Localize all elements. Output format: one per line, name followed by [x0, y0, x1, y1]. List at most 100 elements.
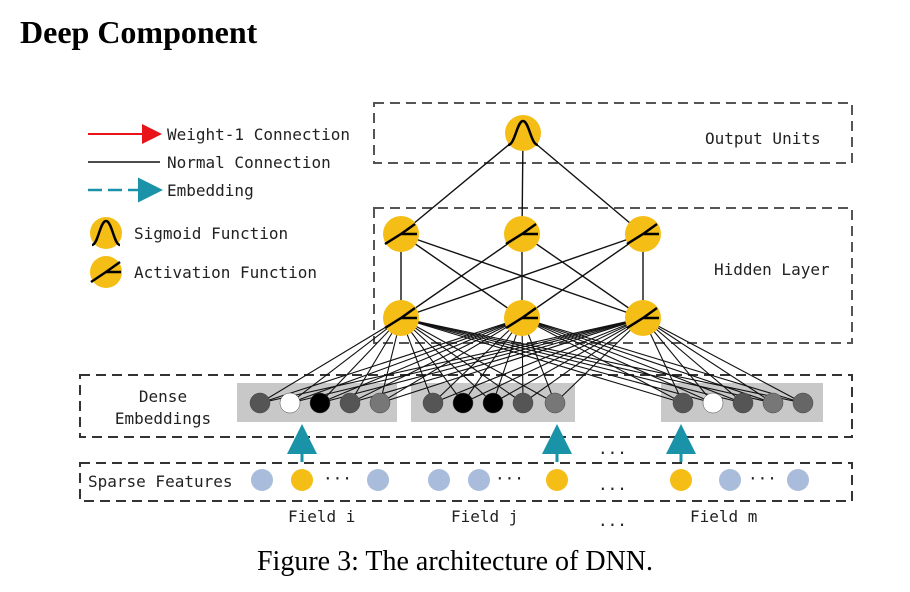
sparse-nodes	[251, 469, 809, 491]
connection-line	[289, 317, 523, 404]
connection-line	[319, 317, 402, 404]
connection-line	[521, 317, 684, 404]
connection-line	[521, 233, 644, 319]
sparse-active-node	[291, 469, 313, 491]
sparse-node	[468, 469, 490, 491]
sparse-active-node	[670, 469, 692, 491]
connection-line	[289, 317, 644, 404]
connection-line	[642, 317, 744, 404]
activation-unit	[383, 216, 419, 252]
activation-unit	[383, 300, 419, 336]
connection-line	[400, 233, 523, 319]
dense-ellipsis: ...	[598, 439, 627, 458]
connection-line	[432, 317, 644, 404]
connection-line	[400, 317, 774, 404]
hidden-layer-box	[373, 207, 853, 344]
legend-normal-label: Normal Connection	[167, 153, 331, 172]
field-m-label: Field m	[690, 507, 757, 526]
dense-node	[702, 392, 724, 414]
connection-line	[462, 317, 644, 404]
sparse-node	[787, 469, 809, 491]
sparse-dots-i: ···	[323, 469, 352, 488]
activation-unit	[625, 216, 661, 252]
units	[383, 115, 661, 336]
connection-line	[259, 317, 402, 404]
connection-line	[349, 317, 523, 404]
activation-unit	[625, 300, 661, 336]
legend-activation-icon	[90, 256, 122, 288]
connection-line	[642, 317, 714, 404]
connection-line	[432, 317, 523, 404]
sparse-active-node	[546, 469, 568, 491]
dense-label-line1: Dense	[139, 387, 187, 406]
connection-line	[400, 132, 524, 235]
dense-nodes	[249, 392, 814, 414]
dense-node	[369, 392, 391, 414]
sparse-node	[251, 469, 273, 491]
legend-activation-label: Activation Function	[134, 263, 317, 282]
connection-line	[521, 317, 774, 404]
dense-label-line2: Embeddings	[115, 409, 211, 428]
field-i-label: Field i	[288, 507, 355, 526]
dense-node	[732, 392, 754, 414]
connection-line	[289, 317, 402, 404]
connection-line	[349, 317, 644, 404]
connection-lines	[259, 132, 804, 404]
output-units-box	[373, 102, 853, 164]
sparse-node	[719, 469, 741, 491]
sparse-dots-m: ···	[748, 469, 777, 488]
connection-line	[521, 317, 744, 404]
connection-line	[642, 317, 774, 404]
connection-line	[492, 317, 644, 404]
dense-node	[422, 392, 444, 414]
dense-node	[309, 392, 331, 414]
legend-weight1-label: Weight-1 Connection	[167, 125, 350, 144]
sparse-node	[367, 469, 389, 491]
dense-node	[792, 392, 814, 414]
legend-sigmoid-label: Sigmoid Function	[134, 224, 288, 243]
fields-ellipsis: ...	[598, 511, 627, 530]
connection-line	[259, 317, 523, 404]
activation-unit	[504, 300, 540, 336]
sparse-node	[428, 469, 450, 491]
connection-line	[400, 317, 744, 404]
dense-node	[452, 392, 474, 414]
connection-line	[400, 233, 644, 319]
connection-line	[319, 317, 644, 404]
sigmoid-unit	[505, 115, 541, 151]
connection-line	[521, 317, 714, 404]
connection-line	[400, 317, 684, 404]
dense-node	[339, 392, 361, 414]
legend-sigmoid-icon	[90, 217, 122, 249]
dense-node	[249, 392, 271, 414]
output-units-label: Output Units	[705, 129, 821, 148]
activation-unit	[504, 216, 540, 252]
figure-caption: Figure 3: The architecture of DNN.	[256, 546, 654, 577]
connection-line	[554, 317, 644, 404]
connection-line	[379, 317, 644, 404]
dense-node	[279, 392, 301, 414]
dense-node	[544, 392, 566, 414]
connection-line	[319, 317, 523, 404]
section-heading: Deep Component	[20, 14, 258, 50]
connection-line	[400, 317, 494, 404]
sparse-dots-j: ···	[495, 469, 524, 488]
sparse-features-box	[79, 462, 853, 502]
dense-node	[512, 392, 534, 414]
legend-embedding-label: Embedding	[167, 181, 254, 200]
connection-line	[522, 317, 644, 404]
field-j-label: Field j	[451, 507, 518, 526]
hidden-layer-label: Hidden Layer	[714, 260, 830, 279]
connection-line	[642, 317, 804, 404]
sparse-ellipsis: ...	[598, 475, 627, 494]
connection-line	[400, 317, 524, 404]
connection-line	[259, 317, 644, 404]
dense-node	[482, 392, 504, 414]
connection-line	[522, 132, 644, 235]
legend: Weight-1 Connection Normal Connection Em…	[88, 124, 350, 288]
connection-line	[400, 317, 714, 404]
sparse-features-label: Sparse Features	[88, 472, 233, 491]
dense-node	[672, 392, 694, 414]
